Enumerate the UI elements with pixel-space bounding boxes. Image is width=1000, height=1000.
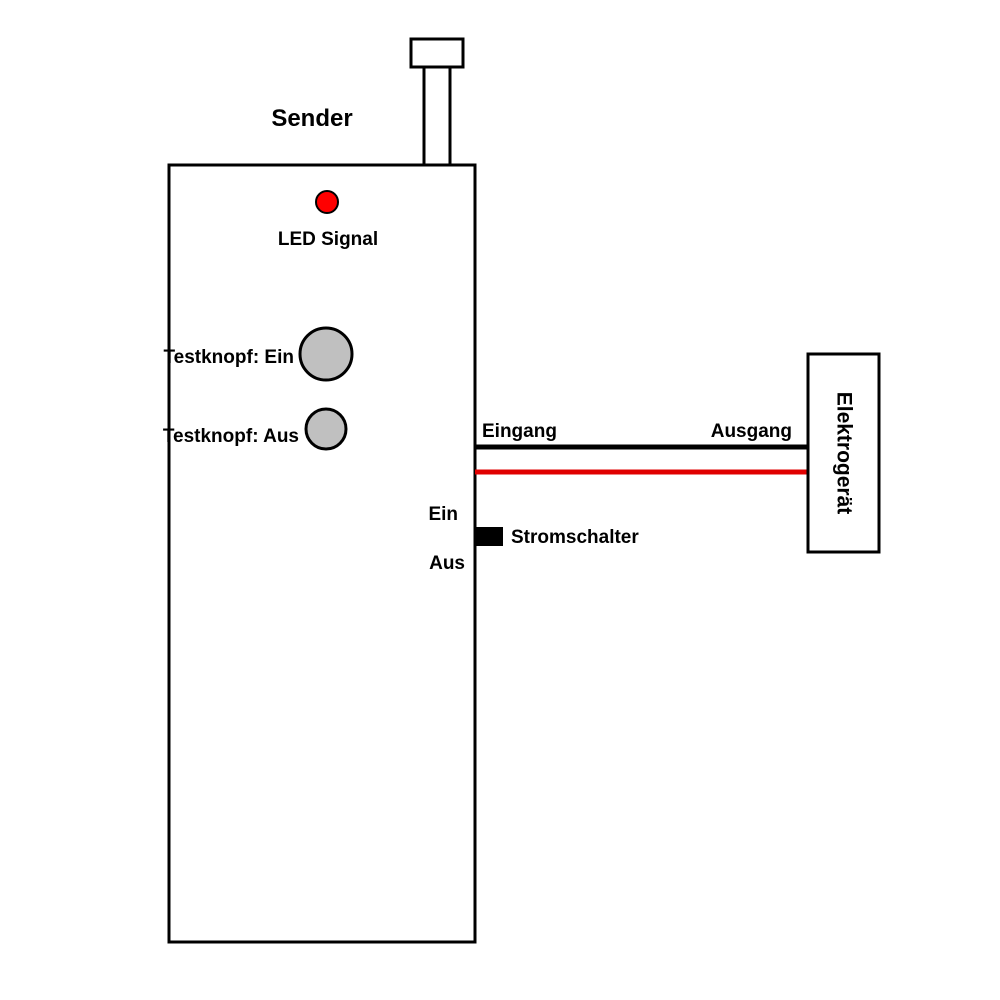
test-button-on[interactable] [298,326,354,382]
device-label: Elektrogerät [833,392,856,515]
led-indicator [315,190,339,214]
antenna-rod [422,65,452,167]
input-label: Eingang [482,421,557,442]
transmitter-body [167,163,477,944]
device-box [806,352,881,554]
switch-off-label: Aus [429,553,465,574]
test-button-off[interactable] [304,407,348,451]
power-switch[interactable] [475,527,503,546]
led-signal-label: LED Signal [278,229,378,250]
antenna-tip [409,37,465,69]
output-label: Ausgang [711,421,792,442]
test-button-on-label: Testknopf: Ein [163,347,294,368]
power-switch-label: Stromschalter [511,527,639,548]
test-button-off-label: Testknopf: Aus [163,426,299,447]
antenna [409,37,465,167]
switch-on-label: Ein [428,504,458,525]
sender-label: Sender [271,105,352,132]
